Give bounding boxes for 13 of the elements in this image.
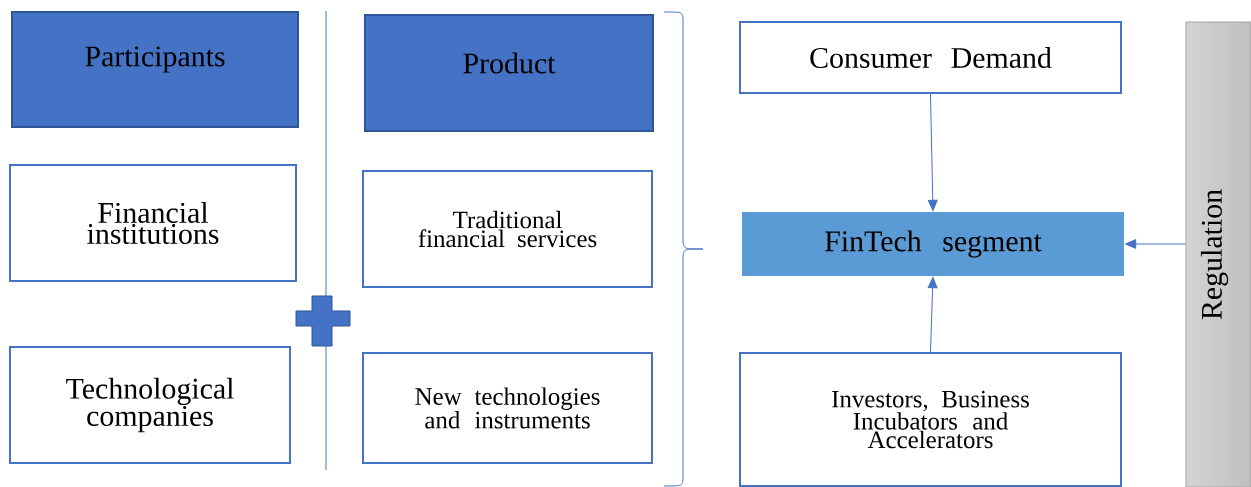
category-box: Traditional financial services [362, 170, 653, 288]
category-box: New technologies and instruments [362, 352, 653, 464]
factor-box: Investors, Business Incubators and Accelerators [739, 352, 1122, 487]
header-box: Participants [11, 11, 299, 128]
arrow [1125, 239, 1186, 249]
factor-box: Consumer Demand [739, 21, 1122, 94]
header-box: Product [364, 14, 654, 132]
category-box: Technological companies [9, 346, 291, 464]
arrow [927, 277, 938, 353]
category-box: Financial institutions [9, 164, 297, 282]
regulation-bar: Regulation [1185, 21, 1251, 487]
segment-box: FinTech segment [742, 212, 1124, 276]
arrow [927, 93, 938, 211]
